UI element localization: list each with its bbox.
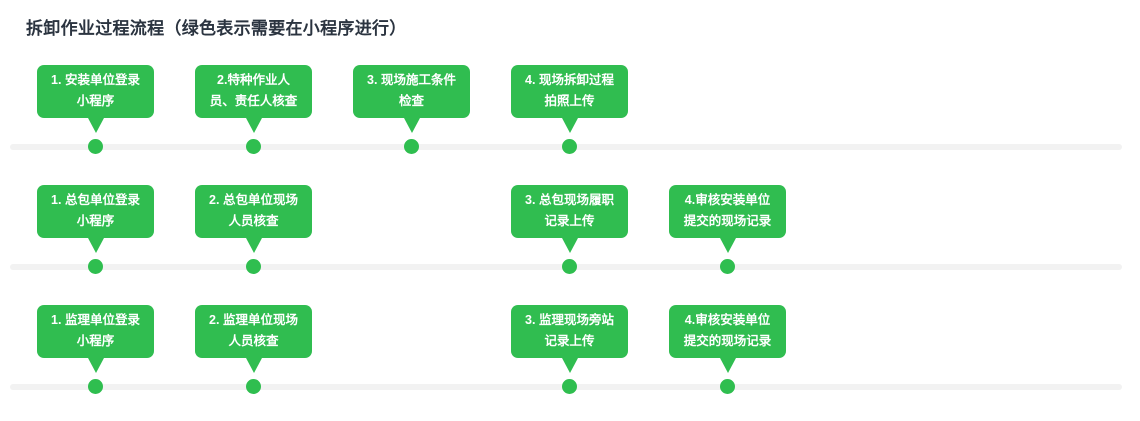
flow-node-bubble[interactable]: 1. 监理单位登录小程序 [37,305,154,373]
flow-node-pointer-icon [403,118,420,133]
general-contractor-row: 1. 总包单位登录小程序 2. 总包单位现场人员核查 3. 总包现场履职记录上传 4.… [0,158,1140,278]
flow-node-bubble[interactable]: 2. 监理单位现场人员核查 [195,305,312,373]
flow-node-bubble[interactable]: 2.特种作业人员、责任人核查 [195,65,312,133]
flow-node[interactable]: 1. 总包单位登录小程序 [37,185,154,253]
flow-node-pointer-icon [87,358,104,373]
timeline-dot[interactable] [246,379,261,394]
flow-node-label-line: 记录上传 [544,214,595,228]
flow-node-pointer-icon [719,238,736,253]
flow-node-label-line: 3. 总包现场履职 [525,193,614,207]
flow-node-bubble[interactable]: 2. 总包单位现场人员核查 [195,185,312,253]
flow-node-label-line: 4.审核安装单位 [684,193,771,207]
timeline-dot[interactable] [720,259,735,274]
flow-node-pointer-icon [561,358,578,373]
flow-node-label-line: 员、责任人核查 [209,94,298,108]
flow-node-label-line: 2. 监理单位现场 [209,313,298,327]
flow-node[interactable]: 2. 监理单位现场人员核查 [195,305,312,373]
flow-node-label-line: 拍照上传 [544,94,595,108]
flow-node-label-line: 1. 总包单位登录 [51,193,140,207]
flow-node-bubble[interactable]: 4.审核安装单位提交的现场记录 [669,305,786,373]
flow-node-label-line: 提交的现场记录 [683,334,772,348]
timeline-dot[interactable] [246,139,261,154]
flow-node-pointer-icon [87,238,104,253]
flow-node-bubble[interactable]: 4. 现场拆卸过程拍照上传 [511,65,628,133]
flow-node-label-line: 4.审核安装单位 [684,313,771,327]
flow-node-bubble[interactable]: 3. 总包现场履职记录上传 [511,185,628,253]
flow-node-bubble[interactable]: 1. 总包单位登录小程序 [37,185,154,253]
timeline-dot[interactable] [88,379,103,394]
timeline-dot[interactable] [562,139,577,154]
timeline-dot[interactable] [562,379,577,394]
flow-node-label-line: 检查 [398,94,424,108]
flow-node-label-line: 4. 现场拆卸过程 [525,73,614,87]
flow-node-label-line: 3. 现场施工条件 [367,73,456,87]
flow-node-label-line: 小程序 [76,334,115,348]
flow-node-label-line: 小程序 [76,214,115,228]
page-title: 拆卸作业过程流程（绿色表示需要在小程序进行） [26,19,407,38]
flow-node[interactable]: 2. 总包单位现场人员核查 [195,185,312,253]
flow-node-bubble[interactable]: 4.审核安装单位提交的现场记录 [669,185,786,253]
flow-node-label-line: 2. 总包单位现场 [209,193,298,207]
timeline-dot[interactable] [246,259,261,274]
installation-unit-row: 1. 安装单位登录小程序 2.特种作业人员、责任人核查 3. 现场施工条件检查 4. … [0,38,1140,158]
flow-node-pointer-icon [561,238,578,253]
timeline-dot[interactable] [562,259,577,274]
flow-node[interactable]: 3. 监理现场旁站记录上传 [511,305,628,373]
flow-node-bubble[interactable]: 1. 安装单位登录小程序 [37,65,154,133]
flow-node[interactable]: 4. 现场拆卸过程拍照上传 [511,65,628,133]
flow-node-label-line: 1. 安装单位登录 [51,73,140,87]
flow-node-bubble[interactable]: 3. 现场施工条件检查 [353,65,470,133]
timeline-dot[interactable] [720,379,735,394]
flow-node-label-line: 3. 监理现场旁站 [525,313,614,327]
flow-node[interactable]: 1. 监理单位登录小程序 [37,305,154,373]
flow-node[interactable]: 3. 现场施工条件检查 [353,65,470,133]
flow-node-pointer-icon [719,358,736,373]
flow-node[interactable]: 1. 安装单位登录小程序 [37,65,154,133]
timeline-dot[interactable] [88,259,103,274]
timeline-dot[interactable] [404,139,419,154]
flow-node-bubble[interactable]: 3. 监理现场旁站记录上传 [511,305,628,373]
flow-node-label-line: 2.特种作业人 [217,73,290,87]
flow-node-pointer-icon [245,118,262,133]
flow-node-label-line: 记录上传 [544,334,595,348]
supervision-unit-row: 1. 监理单位登录小程序 2. 监理单位现场人员核查 3. 监理现场旁站记录上传 4.… [0,278,1140,398]
flow-node[interactable]: 4.审核安装单位提交的现场记录 [669,305,786,373]
flow-node-label-line: 小程序 [76,94,115,108]
flow-node-label-line: 人员核查 [228,334,279,348]
flow-node[interactable]: 2.特种作业人员、责任人核查 [195,65,312,133]
flow-node-pointer-icon [245,358,262,373]
flow-node[interactable]: 4.审核安装单位提交的现场记录 [669,185,786,253]
flow-node-label-line: 提交的现场记录 [683,214,772,228]
flow-node-label-line: 人员核查 [228,214,279,228]
flow-node-pointer-icon [87,118,104,133]
flow-node-pointer-icon [561,118,578,133]
timeline-dot[interactable] [88,139,103,154]
flow-node-pointer-icon [245,238,262,253]
flow-node[interactable]: 3. 总包现场履职记录上传 [511,185,628,253]
flow-node-label-line: 1. 监理单位登录 [51,313,140,327]
